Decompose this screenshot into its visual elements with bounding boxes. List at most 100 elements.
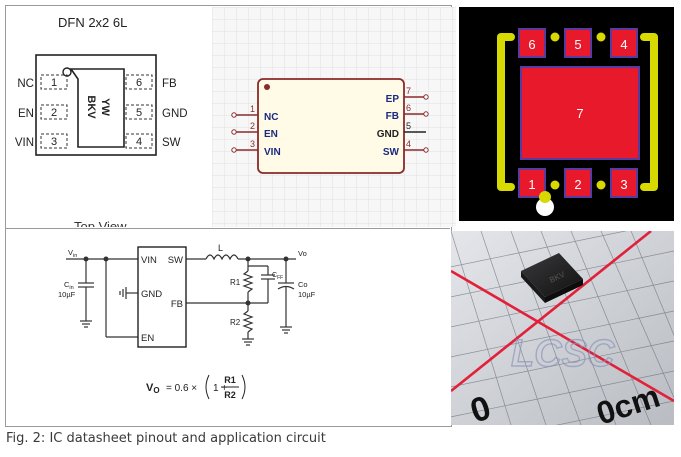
pad (518, 28, 546, 58)
pin-name: VIN (15, 137, 34, 149)
watermark: LCSC (511, 333, 615, 375)
pad-outline (40, 104, 68, 120)
pin-number: 7 (406, 86, 411, 96)
vin-label: Vin (68, 248, 77, 259)
pin-name: NC (264, 112, 278, 123)
pin-name: EN (18, 108, 34, 120)
divider-line (5, 228, 450, 229)
inductor-label: L (218, 243, 223, 253)
left-pin-lines (234, 114, 258, 151)
pad (518, 168, 546, 198)
ic-pin-label: GND (141, 289, 162, 300)
marking-line1: BKV (85, 95, 97, 119)
ic-pin-label: FB (171, 299, 183, 310)
left-pin-ends (231, 112, 237, 153)
dfn-chip-edge (521, 271, 545, 303)
pad (610, 28, 638, 58)
pin-name: FB (162, 78, 177, 90)
pin-name: GND (377, 129, 399, 140)
pad-outline (40, 133, 68, 149)
pin-name: EP (386, 94, 400, 105)
pin-number: 3 (51, 136, 57, 148)
pinout-panel: DFN 2x2 6L BKV YW 1 2 3 NC EN VIN 6 5 (6, 7, 208, 227)
cff-label: CFF (272, 272, 283, 281)
left-pads: 1 2 3 NC EN VIN (15, 74, 68, 149)
ic-block (137, 246, 187, 348)
pad-label: 5 (574, 37, 581, 52)
pin-name: NC (17, 78, 34, 90)
co-value: 10µF (298, 290, 316, 299)
pad-outline (125, 104, 153, 120)
pad-outline (40, 74, 68, 90)
silkscreen-left-bracket (497, 33, 515, 191)
right-pin-ends (423, 94, 429, 153)
pin-name: SW (162, 137, 181, 149)
pin1-marker-icon (536, 198, 554, 216)
right-pin-lines (404, 96, 426, 151)
pin-number: 1 (51, 77, 57, 89)
pin-name: GND (162, 108, 188, 120)
pin-number: 6 (406, 103, 411, 113)
ic-pin-label: EN (141, 333, 154, 344)
marking-line2: YW (99, 98, 111, 116)
cin-label: Cin (64, 280, 74, 291)
pin-name: SW (383, 147, 400, 158)
svg-text:= 0.6 ×: = 0.6 × (166, 383, 197, 394)
pad-label: 3 (620, 177, 627, 192)
via-dots (550, 32, 606, 190)
pin-number: 5 (406, 121, 411, 131)
pin-number: 3 (250, 139, 255, 149)
vo-label: Vo (298, 249, 307, 258)
svg-text:R2: R2 (224, 390, 236, 400)
symbol-body (257, 78, 405, 174)
pin-number: 2 (51, 107, 57, 119)
pin-name: VIN (264, 147, 281, 158)
right-pads: 6 5 4 FB GND SW (125, 74, 188, 149)
pin-number: 4 (136, 136, 142, 148)
dfn-chip (521, 253, 583, 297)
pin1-dot-icon (264, 84, 270, 90)
pin-number: 5 (136, 107, 142, 119)
svg-text:VO: VO (146, 382, 160, 395)
silkscreen-right-bracket (640, 33, 658, 191)
pin1-marker-icon (539, 191, 551, 203)
footprint-panel: 6 5 4 7 1 2 3 (459, 7, 674, 221)
pad-label: 1 (528, 177, 535, 192)
cin-value: 10µF (58, 290, 76, 299)
ic-pin-label: VIN (141, 255, 157, 266)
pad-outline (125, 74, 153, 90)
ic-pin-label: SW (168, 255, 183, 266)
co-label: Co (298, 280, 308, 289)
svg-text:R1: R1 (224, 375, 236, 385)
pad (564, 168, 592, 198)
pin-name: FB (386, 111, 399, 122)
pad (610, 168, 638, 198)
pin-number: 6 (136, 77, 142, 89)
pin-name: EN (264, 129, 278, 140)
view-label: Top View (74, 219, 127, 227)
cutting-mat-grid (451, 231, 674, 425)
r1-label: R1 (230, 278, 241, 287)
symbol-panel: 1 2 3 NC EN VIN 7 6 5 4 EP FB GND SW (212, 7, 456, 227)
pad-label: 4 (620, 37, 627, 52)
junction-dots (83, 256, 289, 306)
pin-number: 1 (250, 104, 255, 114)
pad-outline (125, 133, 153, 149)
pin-number: 2 (250, 121, 255, 131)
pad-label: 2 (574, 177, 581, 192)
r2-label: R2 (230, 318, 241, 327)
red-crosshair (451, 231, 674, 403)
svg-text:1 +: 1 + (213, 383, 227, 394)
pinout-title: DFN 2x2 6L (58, 15, 127, 30)
die-outline (69, 68, 125, 148)
chip-photo-panel: BKV LCSC 0 0cm (451, 231, 674, 425)
figure-caption: Fig. 2: IC datasheet pinout and applicat… (6, 431, 326, 446)
thermal-pad (520, 66, 640, 160)
output-voltage-formula: VO = 0.6 × 1 + R1 R2 (146, 374, 246, 400)
pad-label: 6 (528, 37, 535, 52)
pad (564, 28, 592, 58)
pad-label: 7 (576, 106, 583, 121)
circuit-panel: VIN SW GND FB EN Vin Cin 10µF L R1 R2 CF… (6, 231, 448, 425)
dfn-chip-edge (545, 279, 583, 303)
pin-number: 4 (406, 139, 411, 149)
